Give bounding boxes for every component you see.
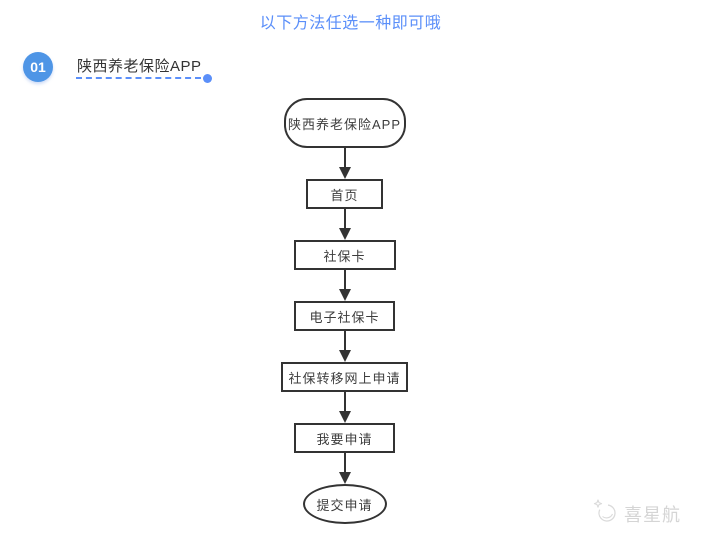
arrow-head-icon [338, 350, 351, 362]
arrow-head-icon [338, 411, 351, 423]
down-arrow-connector [338, 209, 351, 240]
down-arrow-connector [338, 453, 351, 484]
down-arrow-connector [338, 331, 351, 362]
arrow-line [343, 453, 346, 472]
flowchart: 陕西养老保险APP 首页 社保卡 电子社保卡 社保转移网上申请 我要申请 [0, 98, 689, 524]
star-moon-doodle-icon [591, 497, 619, 530]
arrow-head-icon [338, 167, 351, 179]
arrow-head-icon [338, 472, 351, 484]
arrow-line [343, 148, 346, 167]
flow-node-i-want-apply: 我要申请 [294, 423, 395, 453]
watermark-text: 喜星航 [624, 504, 681, 525]
arrow-line [343, 392, 346, 411]
flow-node-submit: 提交申请 [302, 484, 387, 524]
down-arrow-connector [338, 392, 351, 423]
arrow-line [343, 270, 346, 289]
flow-node-e-social-card: 电子社保卡 [294, 301, 395, 331]
header-note: 以下方法任选一种即可哦 [259, 15, 442, 32]
underline-end-dot [203, 74, 212, 83]
flow-node-start: 陕西养老保险APP [283, 98, 406, 148]
section-title: 陕西养老保险APP [77, 58, 202, 75]
flow-node-transfer-online-apply: 社保转移网上申请 [281, 362, 408, 392]
flow-node-home: 首页 [306, 179, 383, 209]
arrow-line [343, 331, 346, 350]
arrow-head-icon [338, 228, 351, 240]
flow-node-social-card: 社保卡 [293, 240, 396, 270]
arrow-head-icon [338, 289, 351, 301]
dashed-underline [76, 74, 212, 83]
watermark: 喜星航 [591, 497, 681, 530]
arrow-line [343, 209, 346, 228]
down-arrow-connector [338, 148, 351, 179]
section-number-badge: 01 [23, 52, 53, 82]
down-arrow-connector [338, 270, 351, 301]
